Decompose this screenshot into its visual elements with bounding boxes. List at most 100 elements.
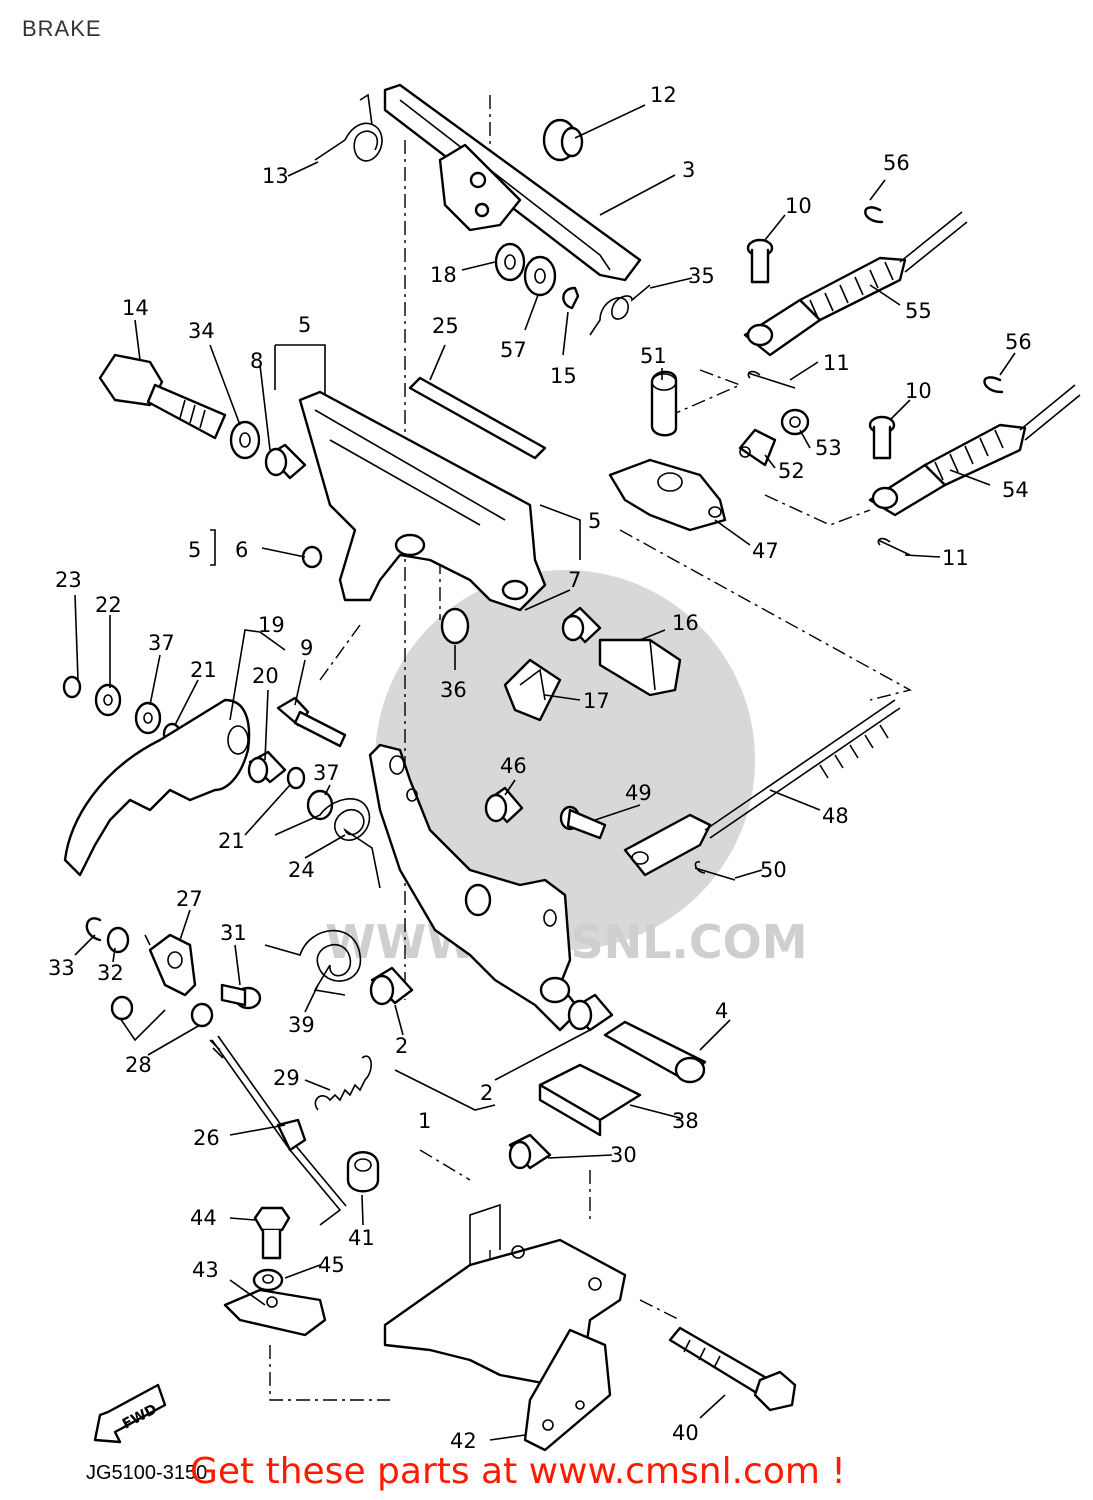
label-5: 5	[298, 313, 311, 337]
part-39-spring[interactable]	[264, 929, 362, 996]
part-16-bolt[interactable]	[598, 638, 682, 697]
part-9-bolt[interactable]	[276, 696, 347, 748]
part-28-nut[interactable]	[110, 995, 134, 1021]
part-29-spring[interactable]	[314, 1055, 372, 1111]
label-25: 25	[432, 314, 459, 338]
part-50-cotter-pin[interactable]	[694, 861, 736, 881]
label-10b: 10	[905, 379, 932, 403]
label-38: 38	[672, 1109, 699, 1133]
part-18-washer[interactable]	[494, 242, 526, 282]
part-36-washer[interactable]	[440, 607, 470, 645]
part-23-clip[interactable]	[62, 675, 82, 699]
part-11-cotter-pin[interactable]	[877, 537, 911, 556]
part-14-bolt[interactable]	[98, 353, 227, 440]
label-10: 10	[785, 194, 812, 218]
part-10-clevis-pin[interactable]	[868, 415, 896, 460]
label-7: 7	[568, 568, 581, 592]
part-30-collar[interactable]	[508, 1133, 552, 1170]
label-55: 55	[905, 299, 932, 323]
part-56-clip[interactable]	[864, 206, 884, 224]
part-15-clip[interactable]	[562, 286, 580, 310]
page-title: BRAKE	[22, 16, 102, 41]
part-26-rod[interactable]	[209, 1035, 347, 1226]
part-8-collar[interactable]	[264, 443, 307, 480]
part-42-pedal-bracket[interactable]	[383, 1203, 627, 1452]
part-3-brake-pedal-pad[interactable]	[383, 83, 642, 282]
part-4-pipe[interactable]	[603, 1020, 707, 1084]
part-54-brake-cable[interactable]	[868, 384, 1081, 517]
part-13-spring[interactable]	[314, 93, 383, 162]
part-27-bracket[interactable]	[148, 933, 197, 997]
part-28-nut[interactable]	[190, 1002, 214, 1028]
part-32-washer[interactable]	[106, 926, 130, 954]
label-2: 2	[395, 1034, 408, 1058]
part-51-pin[interactable]	[650, 370, 678, 437]
label-45: 45	[318, 1253, 345, 1277]
part-52-nut[interactable]	[738, 428, 777, 467]
part-10-clevis-pin[interactable]	[746, 238, 774, 284]
part-49-pin[interactable]	[559, 805, 607, 840]
part-35-spring[interactable]	[589, 284, 651, 336]
part-44-bolt[interactable]	[253, 1206, 291, 1260]
part-25-pad[interactable]	[408, 376, 547, 460]
label-51: 51	[640, 344, 667, 368]
label-5b: 5	[588, 509, 601, 533]
label-49: 49	[625, 781, 652, 805]
part-46-collar[interactable]	[484, 786, 524, 824]
part-2-collar[interactable]	[567, 993, 614, 1032]
part-20-collar[interactable]	[247, 750, 287, 784]
part-1-pedal-lever[interactable]	[368, 743, 582, 1032]
part-34-washer[interactable]	[229, 420, 261, 460]
parts-shop-link[interactable]: Get these parts at www.cmsnl.com !	[190, 1451, 846, 1492]
part-24-spring[interactable]	[274, 798, 381, 889]
label-3: 3	[682, 158, 695, 182]
label-30: 30	[610, 1143, 637, 1167]
label-32: 32	[97, 961, 124, 985]
part-53-washer[interactable]	[780, 408, 810, 436]
part-55-brake-cable[interactable]	[743, 211, 968, 357]
part-48-brake-rod[interactable]	[623, 699, 901, 877]
label-1: 1	[418, 1109, 431, 1133]
part-17-block[interactable]	[503, 658, 562, 722]
label-39: 39	[288, 1013, 315, 1037]
label-35: 35	[688, 264, 715, 288]
part-21-ring[interactable]	[286, 766, 306, 790]
label-23: 23	[55, 568, 82, 592]
drawing-code: JG5100-3150	[86, 1462, 208, 1484]
part-57-washer[interactable]	[523, 255, 557, 297]
part-45-nut[interactable]	[252, 1268, 284, 1292]
part-7-collar[interactable]	[561, 606, 602, 644]
label-9: 9	[300, 636, 313, 660]
label-5c: 5	[188, 538, 201, 562]
part-47-equalizer[interactable]	[608, 458, 727, 532]
part-38-pad[interactable]	[538, 1063, 642, 1137]
part-43-plate[interactable]	[223, 1288, 327, 1337]
part-6-bushing[interactable]	[301, 545, 323, 569]
part-22-washer[interactable]	[94, 683, 122, 717]
part-2-collar[interactable]	[369, 966, 414, 1006]
label-42: 42	[450, 1429, 477, 1453]
label-17: 17	[583, 689, 610, 713]
part-31-pin[interactable]	[220, 983, 262, 1010]
label-46: 46	[500, 754, 527, 778]
label-48: 48	[822, 804, 849, 828]
label-6: 6	[235, 538, 248, 562]
part-37-washer[interactable]	[134, 701, 162, 735]
label-19: 19	[258, 613, 285, 637]
part-41-nut[interactable]	[346, 1151, 380, 1193]
part-labels: 12 3 13 56 10 18 35 14 34 5 25 8 57 15 5…	[48, 83, 1032, 1453]
part-12-collar[interactable]	[542, 118, 584, 162]
label-41: 41	[348, 1226, 375, 1250]
part-56-clip[interactable]	[983, 376, 1004, 394]
label-44: 44	[190, 1206, 217, 1230]
part-11-cotter-pin[interactable]	[747, 370, 796, 389]
part-40-bolt[interactable]	[668, 1326, 797, 1412]
part-5-brake-pedal-arm[interactable]	[298, 390, 547, 612]
part-19-lock-lever[interactable]	[63, 698, 251, 877]
label-50: 50	[760, 858, 787, 882]
label-22: 22	[95, 593, 122, 617]
label-56: 56	[883, 151, 910, 175]
part-33-clip[interactable]	[85, 917, 102, 942]
label-14: 14	[122, 296, 149, 320]
